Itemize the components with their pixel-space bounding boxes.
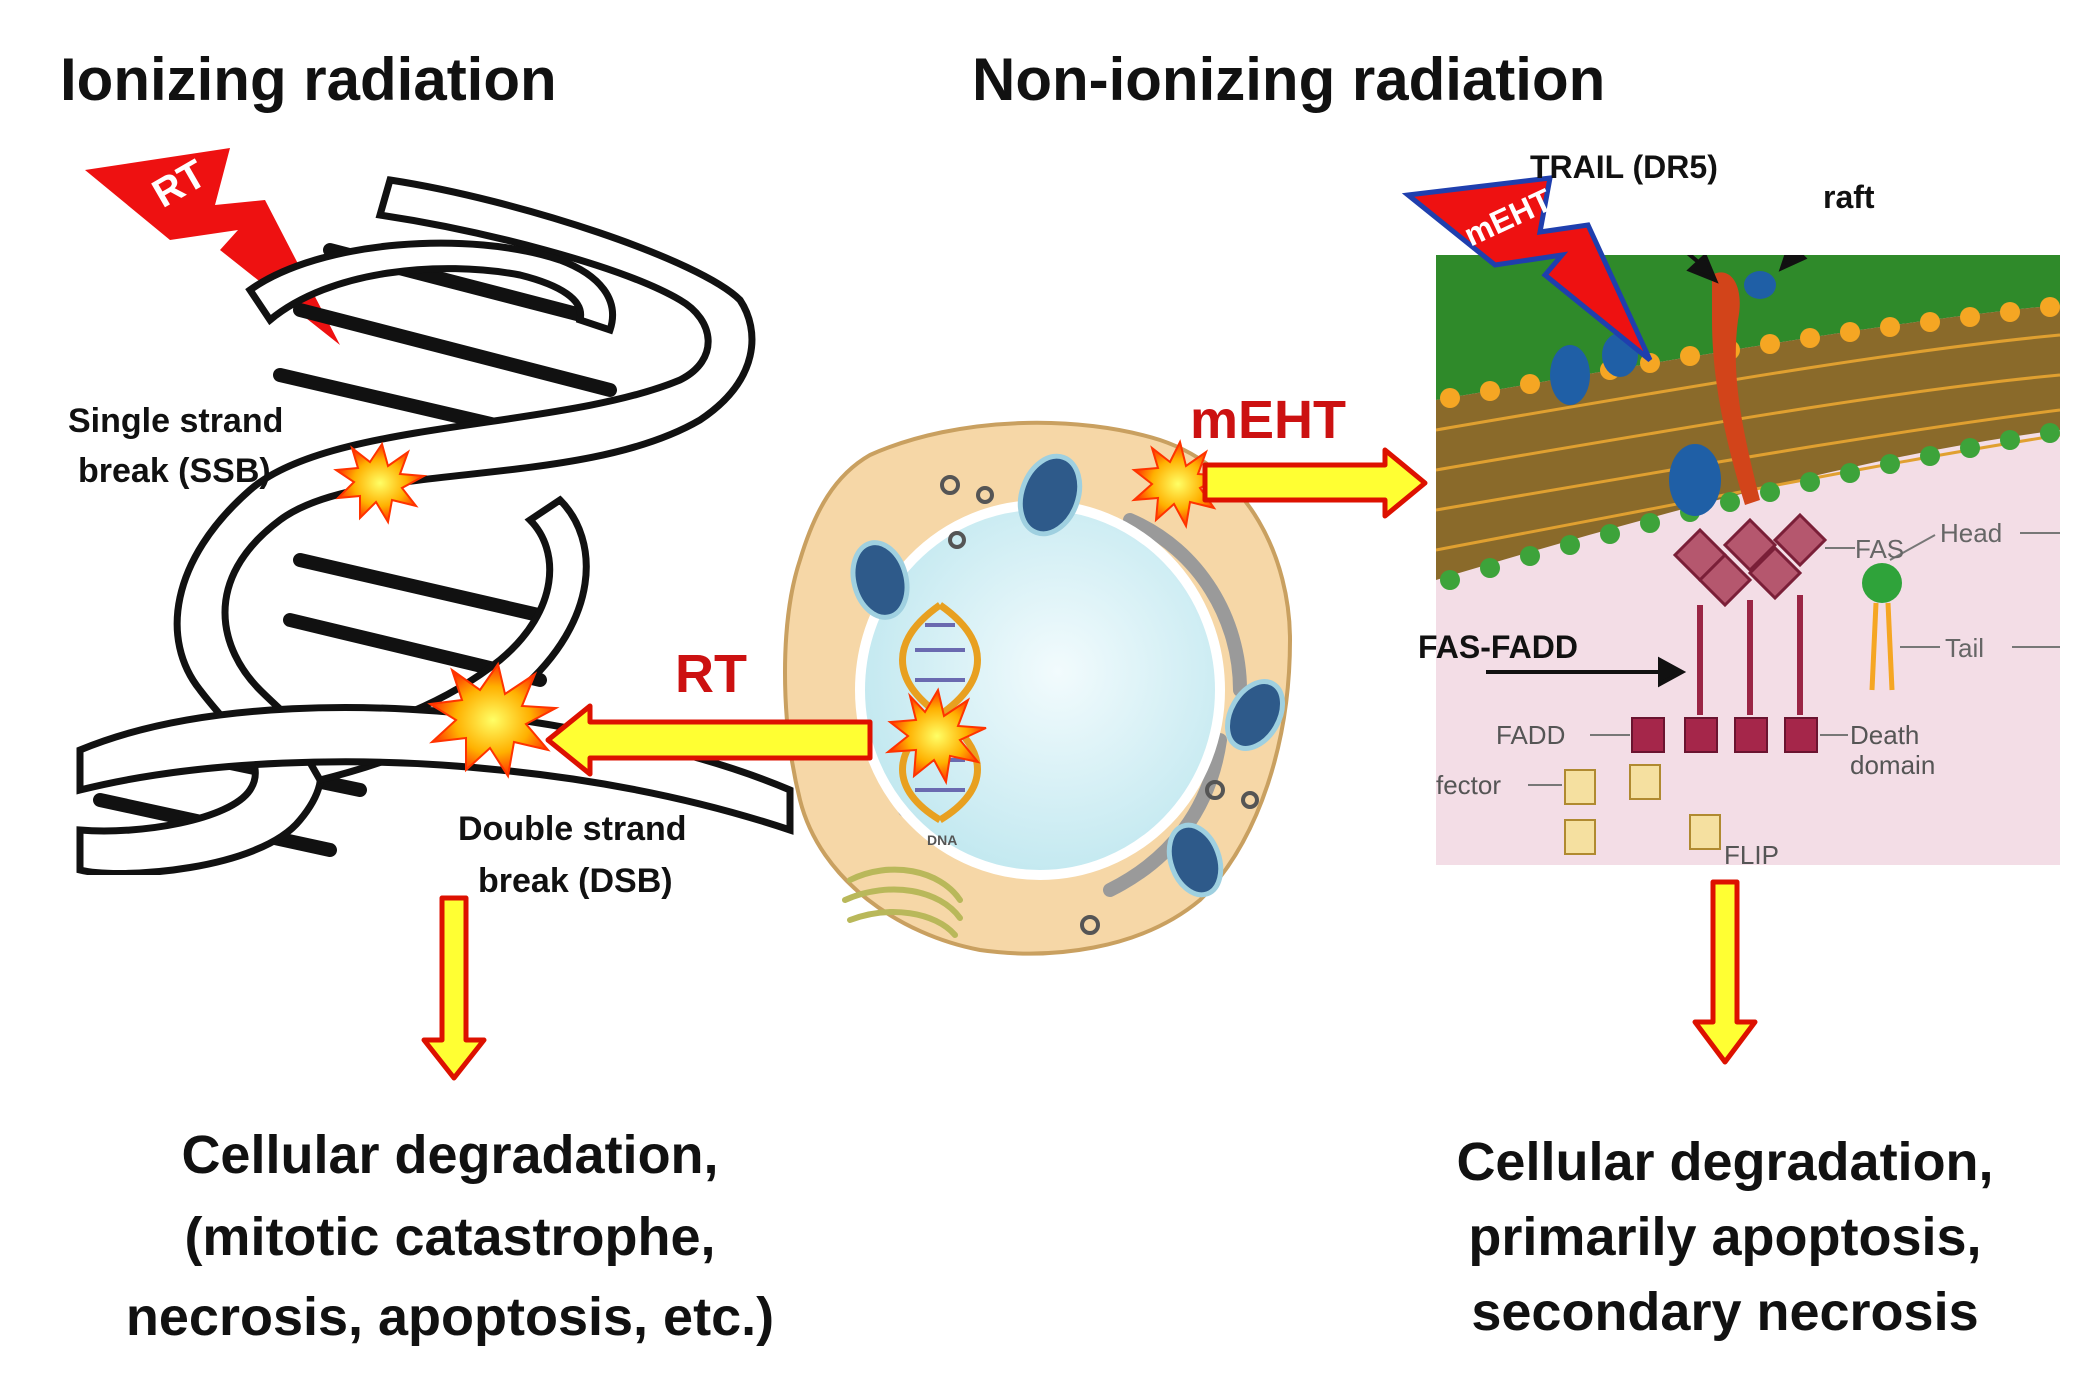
vesicles <box>940 475 1259 935</box>
effector-label: fector <box>1436 770 1501 800</box>
nuclear-dna-burst-icon <box>884 687 987 786</box>
dna-helix-illustration <box>76 176 794 875</box>
tail-label: Tail <box>1945 633 1984 663</box>
dsb-label-line1: Double strand <box>458 810 687 848</box>
lipid-head-icon <box>1862 563 1902 603</box>
right-outcome-line2: primarily apoptosis, <box>1468 1207 1981 1267</box>
lipid-bilayer <box>1436 305 2060 580</box>
label-leader-lines <box>1528 532 2060 786</box>
fas-receptor-complex <box>1672 512 1828 608</box>
death-domain-label-line2: domain <box>1850 750 1935 780</box>
left-outcome-line1: Cellular degradation, <box>181 1125 718 1185</box>
heading-ionizing: Ionizing radiation <box>60 46 557 113</box>
trail-receptor <box>1712 272 1760 505</box>
lightning-bolt-icon <box>85 148 340 345</box>
fas-stalks <box>1697 595 1803 715</box>
left-outcome-arrow <box>421 895 487 1081</box>
trail-label: TRAIL (DR5) <box>1530 149 1718 185</box>
fadd-label: FADD <box>1496 720 1565 750</box>
meht-arrow <box>1202 447 1428 519</box>
rt-arrow <box>545 703 873 777</box>
rt-lightning-bolt: RT <box>85 148 340 345</box>
golgi-apparatus <box>842 866 963 938</box>
death-domains <box>1631 717 1818 753</box>
left-outcome-line3: necrosis, apoptosis, etc.) <box>126 1287 774 1347</box>
membrane-burst-icon <box>1131 439 1226 530</box>
lipid-tails <box>1436 333 2060 552</box>
membrane-proteins <box>1550 271 1776 516</box>
pointer-arrows <box>1486 255 1808 688</box>
left-outcome-line2: (mitotic catastrophe, <box>184 1207 715 1267</box>
left-outcome-text: Cellular degradation, (mitotic catastrop… <box>126 1125 774 1347</box>
lipid-tail-icon <box>1869 602 1895 691</box>
mitochondria <box>850 453 1285 898</box>
ssb-label-line1: Single strand <box>68 402 283 440</box>
dna-small-label: DNA <box>927 832 957 848</box>
meht-lightning-bolt: mEHT <box>1401 175 1653 362</box>
flip-label: FLIP <box>1724 840 1779 870</box>
death-domain-label-line1: Death <box>1850 720 1919 750</box>
right-outcome-arrow <box>1692 879 1758 1065</box>
effector-boxes <box>1564 764 1721 855</box>
fas-label: FAS <box>1855 534 1904 564</box>
dsb-break-burst-icon <box>427 661 560 779</box>
cell-illustration: DNA <box>783 420 1293 956</box>
right-outcome-text: Cellular degradation, primarily apoptosi… <box>1456 1132 1993 1342</box>
rt-arrow-label: RT <box>675 644 747 704</box>
right-outcome-line3: secondary necrosis <box>1471 1282 1978 1342</box>
head-label: Head <box>1940 518 2002 548</box>
dsb-label-line2: break (DSB) <box>478 862 673 900</box>
membrane-apoptosis-panel <box>1436 255 2060 865</box>
raft-label: raft <box>1823 179 1875 215</box>
heading-non-ionizing: Non-ionizing radiation <box>972 46 1605 113</box>
lightning-bolt-icon <box>1401 175 1653 362</box>
ssb-break-burst-icon <box>333 441 428 525</box>
meht-arrow-label: mEHT <box>1190 390 1346 450</box>
right-outcome-line1: Cellular degradation, <box>1456 1132 1993 1192</box>
ssb-label-line2: break (SSB) <box>78 452 271 490</box>
fas-fadd-label: FAS-FADD <box>1418 629 1578 665</box>
